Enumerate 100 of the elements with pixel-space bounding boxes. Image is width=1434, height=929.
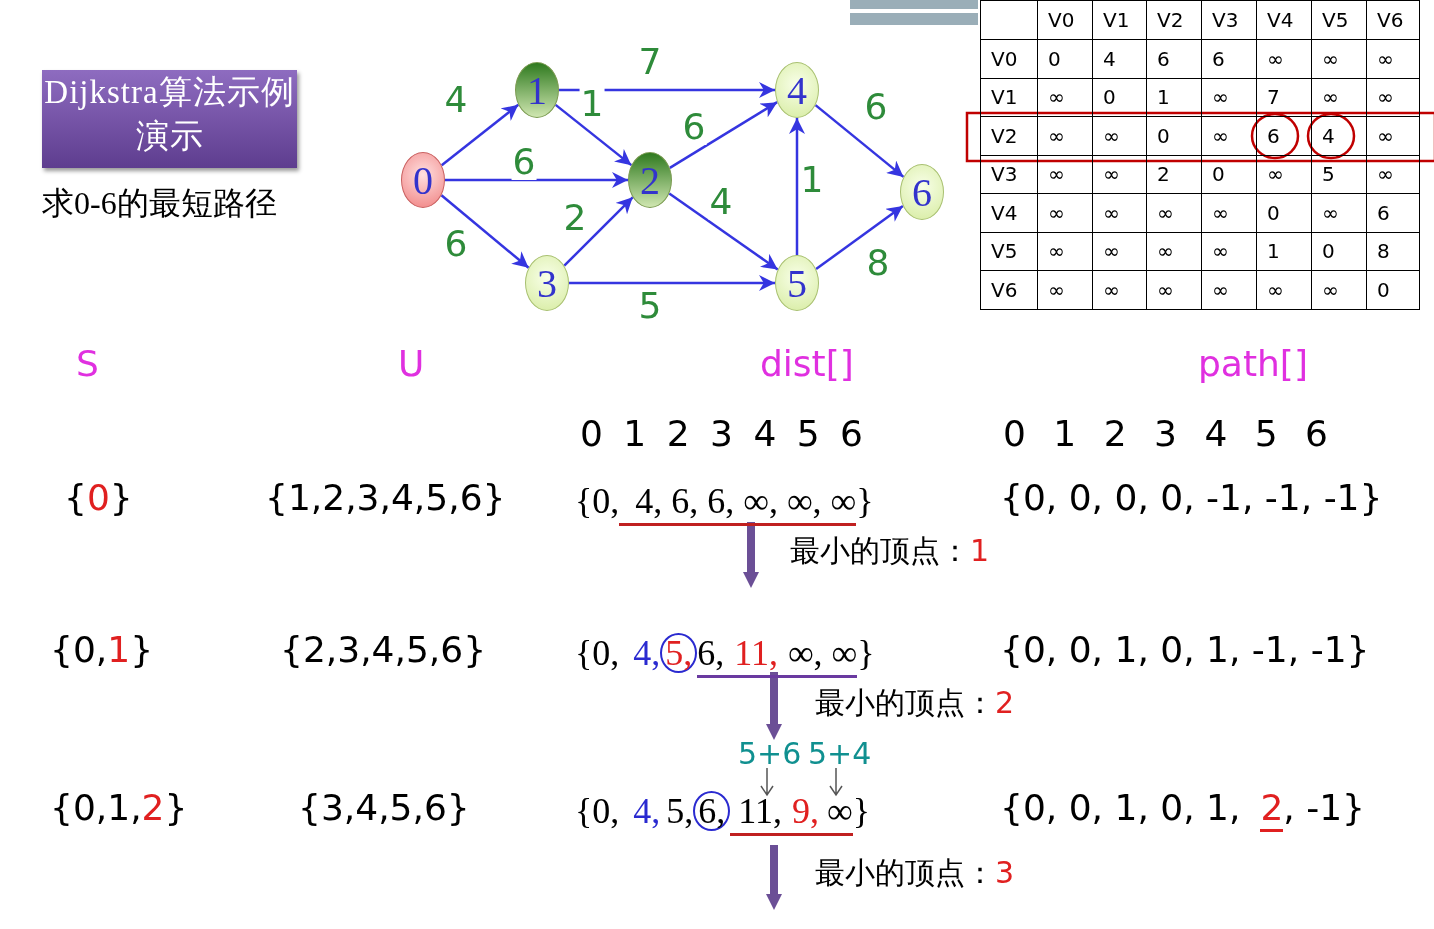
arrow — [554, 103, 633, 167]
arrow — [668, 192, 779, 271]
header-cell: V1 — [1092, 0, 1147, 40]
table-cell: ∞ — [1037, 232, 1093, 271]
arrow — [440, 103, 520, 167]
set-text: 0 — [86, 476, 110, 520]
table-cell: ∞ — [1311, 39, 1367, 78]
path-value: {0, 0, 0, 0, -1, -1, -1} — [1000, 476, 1383, 520]
table-cell: 8 — [1366, 232, 1420, 271]
header-cell: V0 — [1037, 0, 1093, 40]
table-cell: 0 — [1146, 116, 1202, 155]
table-cell: 2 — [1146, 155, 1202, 194]
arrow — [440, 194, 530, 269]
table-cell: ∞ — [1201, 232, 1257, 271]
table-cell: ∞ — [1366, 39, 1420, 78]
column-heading: U — [398, 342, 425, 386]
table-cell: 6 — [1366, 193, 1420, 232]
dist-value: } — [857, 632, 875, 675]
table-cell: ∞ — [1037, 155, 1093, 194]
set-text: } — [164, 786, 188, 830]
table-cell: 6 — [1256, 116, 1312, 155]
table-cell: 0 — [1366, 270, 1420, 309]
table-cell: ∞ — [1201, 116, 1257, 155]
dist-value: 9, — [781, 790, 819, 837]
dist-value: {0, — [575, 480, 620, 523]
arrow — [815, 204, 904, 271]
graph-vertex: 0 — [401, 152, 445, 208]
set-text: {0, — [50, 628, 108, 672]
min-vertex-text: 1 — [970, 533, 990, 569]
graph-vertex: 3 — [525, 255, 569, 311]
dist-value: {0, — [575, 632, 620, 675]
arrow — [669, 101, 778, 169]
table-cell: ∞ — [1256, 39, 1312, 78]
subtitle-text: 求0-6的最短路径 — [42, 184, 277, 223]
table-cell: ∞ — [1146, 232, 1202, 271]
table-cell: 0 — [1311, 232, 1367, 271]
dist-value: 11, — [724, 632, 778, 679]
set-text: {2,3,4,5,6} — [280, 628, 487, 672]
header-cell: V3 — [980, 155, 1038, 194]
arrow — [814, 104, 905, 178]
dist-value: 4, — [632, 790, 661, 833]
graph-vertex: 2 — [628, 152, 672, 208]
set-text: {3,4,5,6} — [298, 786, 470, 830]
dist-value: ∞, ∞ — [777, 632, 858, 679]
header-cell: V6 — [980, 270, 1038, 309]
table-cell: 0 — [1037, 39, 1093, 78]
table-cell: ∞ — [1311, 193, 1367, 232]
table-cell: 4 — [1311, 116, 1367, 155]
table-cell: ∞ — [1092, 193, 1147, 232]
set-text: {1,2,3,4,5,6} — [265, 476, 506, 520]
path-value: , -1} — [1283, 786, 1365, 830]
path-value: 2 — [1260, 786, 1284, 833]
annotation-text: 5+4 — [808, 736, 872, 772]
set-text: 2 — [141, 786, 165, 830]
min-vertex-text: 最小的顶点： — [815, 855, 995, 891]
table-cell: 0 — [1256, 193, 1312, 232]
table-cell: ∞ — [1146, 270, 1202, 309]
dist-value: 4, — [632, 632, 661, 675]
table-cell: ∞ — [1092, 270, 1147, 309]
set-text: 1 — [107, 628, 131, 672]
table-cell: ∞ — [1311, 78, 1367, 117]
dist-value: {0, — [575, 790, 620, 833]
header-cell: V0 — [980, 39, 1038, 78]
table-cell: 0 — [1201, 155, 1257, 194]
header-cell: V2 — [980, 116, 1038, 155]
set-text: { — [64, 476, 87, 520]
table-cell: ∞ — [1366, 78, 1420, 117]
index-row: 0 1 2 3 4 5 6 — [580, 412, 863, 456]
dist-value: 5, — [660, 633, 698, 673]
header-cell: V5 — [980, 232, 1038, 271]
dist-value: } — [852, 790, 870, 833]
set-text: } — [109, 476, 133, 520]
graph-vertex: 5 — [775, 255, 819, 311]
table-cell: 5 — [1311, 155, 1367, 194]
table-cell: ∞ — [1092, 232, 1147, 271]
table-cell: ∞ — [1201, 193, 1257, 232]
dist-value: 5, — [665, 790, 694, 833]
table-cell: ∞ — [1366, 116, 1420, 155]
table-cell: ∞ — [1092, 116, 1147, 155]
table-cell: ∞ — [1092, 155, 1147, 194]
table-cell: ∞ — [1201, 78, 1257, 117]
table-cell: 0 — [1092, 78, 1147, 117]
table-cell: 6 — [1146, 39, 1202, 78]
table-cell: ∞ — [1037, 193, 1093, 232]
table-cell: ∞ — [1037, 78, 1093, 117]
table-cell: ∞ — [1146, 193, 1202, 232]
table-cell: ∞ — [1311, 270, 1367, 309]
dist-value: 4, 6, 6, ∞, ∞, ∞ — [619, 480, 857, 527]
min-vertex-text: 2 — [995, 685, 1015, 721]
set-text: } — [130, 628, 154, 672]
annotation-text: 5+6 — [738, 736, 802, 772]
header-cell: V3 — [1201, 0, 1257, 40]
table-cell: ∞ — [1256, 270, 1312, 309]
arrow — [563, 196, 634, 267]
column-heading: path[] — [1198, 342, 1308, 386]
dist-value: 6, — [697, 632, 725, 679]
table-cell: 6 — [1201, 39, 1257, 78]
dist-value: } — [856, 480, 874, 523]
min-vertex-text: 3 — [995, 855, 1015, 891]
header-cell: V2 — [1146, 0, 1202, 40]
